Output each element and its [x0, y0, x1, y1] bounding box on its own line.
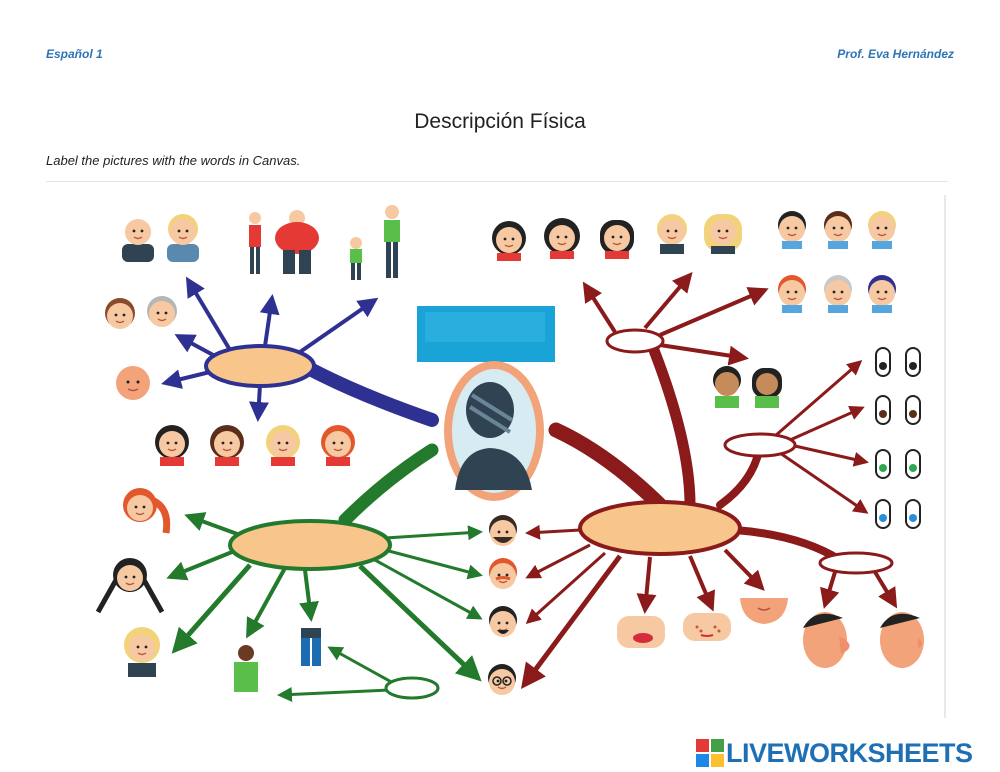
woman-face-black-hair [155, 425, 189, 466]
chin-face-detail [740, 598, 788, 624]
red-upper-oval[interactable] [605, 328, 665, 354]
braids-girl-face [95, 558, 165, 614]
woman-face-red-hair [321, 425, 355, 466]
red-branch [521, 271, 898, 690]
glasses-man-face [488, 664, 516, 696]
woman-dark-skin-face [752, 368, 782, 408]
goatee-face [489, 606, 517, 638]
boy-red-hair-face [778, 275, 806, 313]
thin-man [249, 212, 261, 274]
boy-blue-hair-face [868, 275, 896, 313]
boy-brown-hair-face [824, 211, 852, 249]
blue-branch [161, 276, 439, 427]
boy-gray-hair-face [824, 275, 852, 313]
red-eyes-oval[interactable] [723, 432, 797, 458]
header-course: Español 1 [46, 47, 103, 61]
eyes-blue-icon [875, 499, 921, 529]
header-teacher: Prof. Eva Hernández [837, 47, 954, 61]
green-oval[interactable] [228, 519, 392, 571]
glasses-woman-face [124, 627, 160, 677]
old-woman-face [147, 296, 177, 328]
liveworksheets-logo-icon [696, 739, 724, 767]
divider [46, 181, 948, 182]
eyes-black-icon [875, 347, 921, 377]
lips-face-detail [617, 616, 665, 648]
wavy-hair-face [544, 218, 580, 259]
page-title: Descripción Física [414, 110, 586, 133]
red-nose-oval[interactable] [818, 551, 894, 575]
small-nose-face [880, 612, 924, 668]
boy-black-hair-face [778, 211, 806, 249]
mustache-face [489, 558, 517, 590]
short-boy [350, 237, 362, 280]
straight-hair-face [600, 220, 634, 259]
boy-green-shirt [234, 645, 258, 692]
tall-boy [384, 205, 400, 278]
brand-logo: LIVEWORKSHEETS [696, 736, 973, 770]
eyes-green-icon [875, 449, 921, 479]
woman-face-brown-hair [210, 425, 244, 466]
ponytail-girl-face [123, 488, 171, 534]
brand-name: LIVEWORKSHEETS [726, 737, 973, 768]
woman-face-blonde-hair [266, 425, 300, 466]
big-nose-face [803, 612, 850, 668]
fat-man [275, 210, 319, 274]
blonde-woman-face [167, 214, 199, 262]
old-man-face [122, 218, 154, 262]
man-dark-skin-face [713, 366, 741, 408]
boy-blonde-hair-face [868, 211, 896, 249]
eyes-brown-icon [875, 395, 921, 425]
curly-hair-face [492, 221, 526, 261]
center-label-box[interactable] [417, 306, 555, 362]
blue-oval[interactable] [204, 344, 316, 388]
beard-face [489, 515, 517, 547]
bald-face [116, 366, 150, 400]
short-blonde-face [657, 214, 687, 254]
blue-pants [301, 628, 321, 666]
red-main-oval[interactable] [578, 500, 742, 556]
green-branch [166, 443, 483, 702]
green-small-oval[interactable] [384, 676, 440, 700]
instructions: Label the pictures with the words in Can… [46, 153, 301, 168]
center-portrait [444, 361, 544, 501]
long-blonde-face [704, 214, 742, 254]
freckles-face-detail [683, 613, 731, 641]
young-woman-face [105, 298, 135, 330]
